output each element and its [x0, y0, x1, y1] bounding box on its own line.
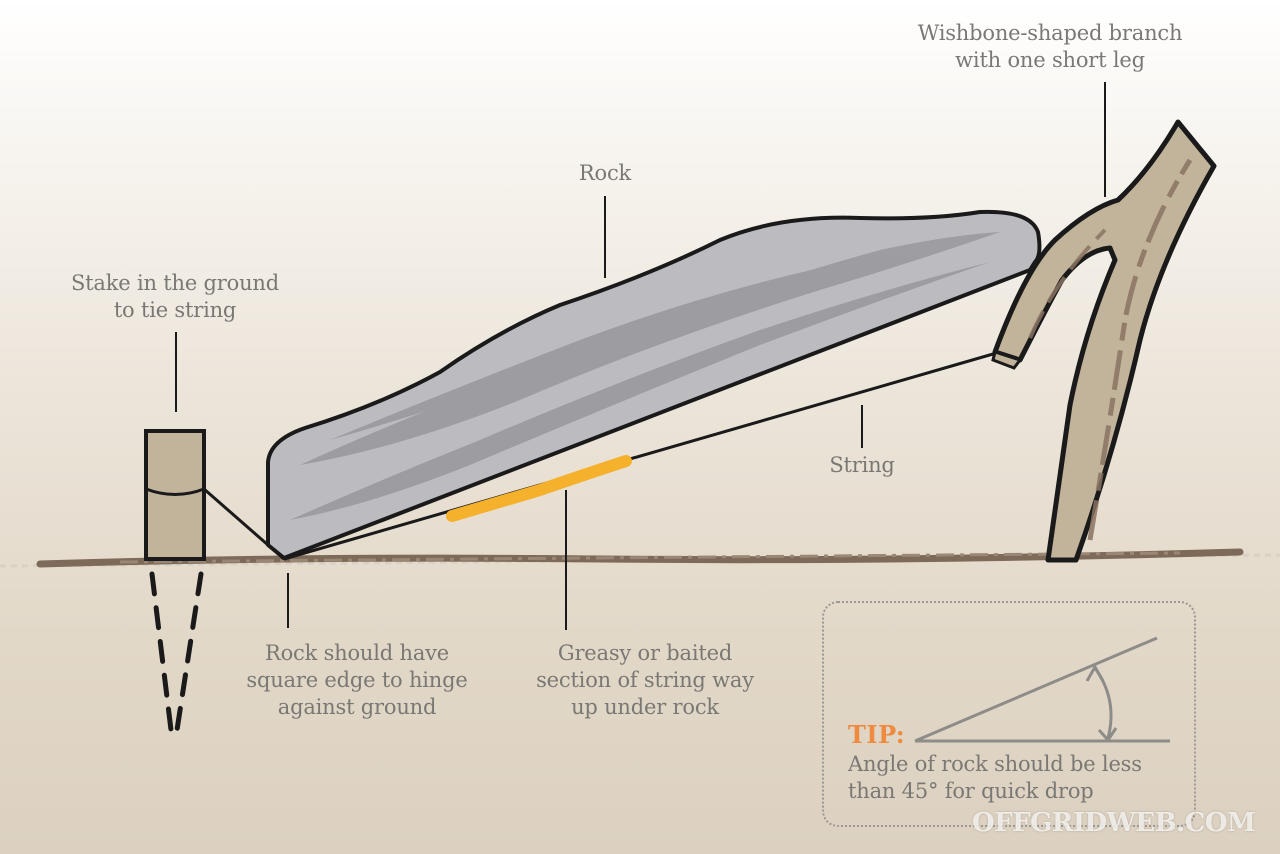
hinge-label-line-2: square edge to hinge [246, 668, 468, 692]
angle-illustration [914, 636, 1170, 743]
branch-label-line-2: with one short leg [955, 48, 1145, 72]
wishbone-branch [991, 119, 1217, 563]
hinge-label-line-1: Rock should have [264, 641, 450, 665]
stake-label: Stake in the ground to tie string [55, 270, 295, 324]
string-label: String [812, 452, 912, 479]
stake [144, 429, 206, 561]
leader-lines [175, 82, 1106, 630]
bait-section [446, 455, 632, 522]
stake-underground [149, 571, 204, 733]
bait-label-line-3: up under rock [571, 695, 719, 719]
watermark: OFFGRIDWEB.COM [972, 808, 1256, 838]
bait-label-line-1: Greasy or baited [557, 641, 733, 665]
branch-label: Wishbone-shaped branch with one short le… [900, 20, 1200, 74]
hinge-label: Rock should have square edge to hinge ag… [222, 640, 492, 721]
ground-line [0, 548, 1280, 568]
bait-label-line-2: section of string way [536, 668, 754, 692]
trigger-string [283, 350, 1001, 561]
bait-label: Greasy or baited section of string way u… [505, 640, 785, 721]
rock-label: Rock [555, 160, 655, 187]
rock [266, 209, 1042, 560]
hinge-label-line-3: against ground [277, 695, 437, 719]
tip-text: Angle of rock should be less than 45° fo… [848, 751, 1142, 805]
string-label-text: String [829, 453, 895, 477]
tip-text-line-1: Angle of rock should be less [848, 752, 1142, 776]
tip-box [822, 601, 1196, 827]
stake-label-line-1: Stake in the ground [71, 271, 279, 295]
branch-label-line-1: Wishbone-shaped branch [917, 21, 1183, 45]
stake-label-line-2: to tie string [113, 298, 237, 322]
tip-text-line-2: than 45° for quick drop [848, 779, 1094, 803]
rock-label-text: Rock [578, 161, 632, 185]
tip-heading: TIP: [848, 720, 906, 749]
